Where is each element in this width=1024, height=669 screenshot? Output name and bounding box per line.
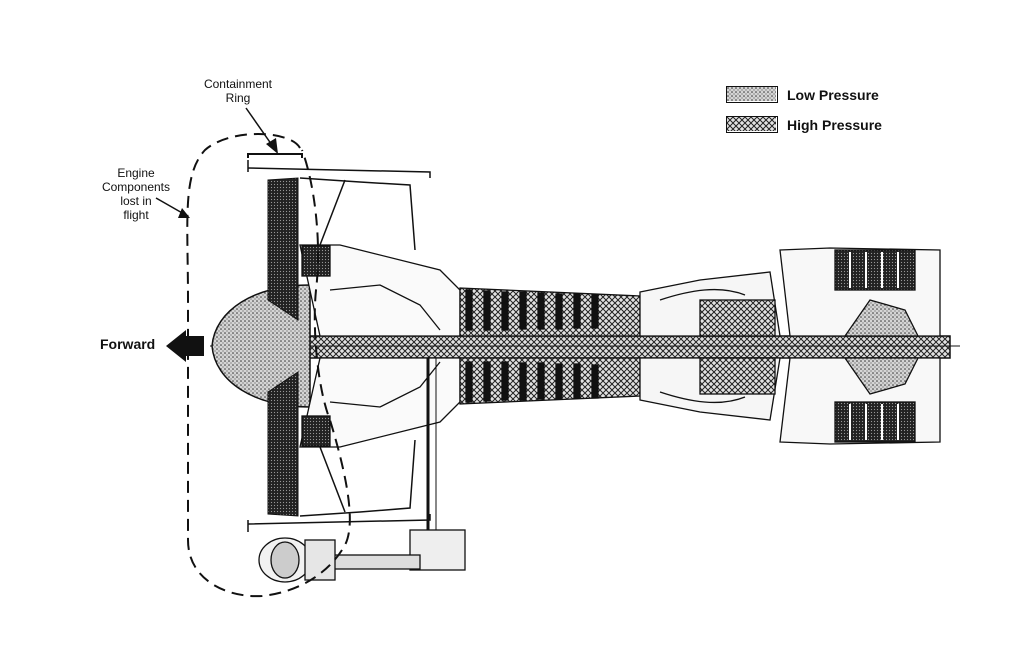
lost-components-boundary: [186, 133, 351, 598]
legend-item-low-pressure: Low Pressure: [726, 86, 879, 103]
lost-components-label-line-1: Engine: [117, 166, 155, 180]
forward-arrow-icon: [166, 330, 204, 362]
high-pressure-label: High Pressure: [787, 116, 882, 133]
containment-ring-arrow: [245, 107, 278, 154]
main-shaft: [210, 335, 960, 359]
forward-label: Forward: [100, 336, 156, 352]
containment-ring-label-line-2: Ring: [225, 91, 251, 105]
lost-components-label-line-4: flight: [123, 208, 149, 222]
low-pressure-swatch: [726, 86, 778, 103]
hp-compressor: [459, 287, 641, 405]
high-pressure-swatch: [726, 116, 778, 133]
legend-item-high-pressure: High Pressure: [726, 116, 882, 133]
accessory-gearbox: [258, 358, 466, 583]
fan-case: [247, 160, 431, 532]
low-pressure-label: Low Pressure: [787, 86, 879, 103]
combustor-section: [639, 271, 781, 421]
containment-ring-label: Containment Ring: [190, 77, 286, 105]
lost-components-label-line-3: lost in: [120, 194, 152, 208]
lost-components-arrow: [155, 197, 190, 218]
fan-blades: [267, 177, 299, 517]
booster-section: [299, 244, 461, 448]
turbine-section: [779, 247, 941, 445]
lost-components-label: Engine Components lost in flight: [86, 166, 186, 222]
lost-components-label-line-2: Components: [101, 180, 171, 194]
containment-ring-label-line-1: Containment: [203, 77, 273, 91]
containment-ring-bracket: [247, 153, 303, 158]
